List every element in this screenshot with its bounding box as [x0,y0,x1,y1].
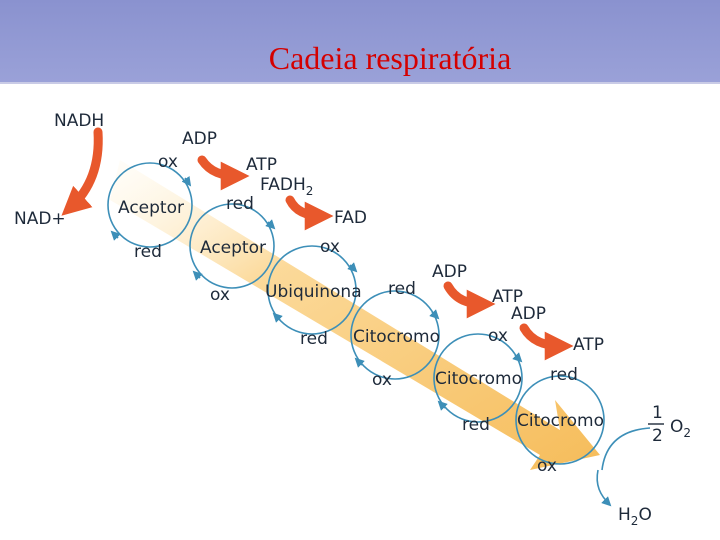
title-bar [0,0,720,84]
o2-label: O2 [670,417,691,440]
atp-label-1: ATP [246,155,277,175]
carrier-label-3: Ubiquinona [265,282,362,302]
adp-label-2: ADP [432,262,467,282]
red-label-4: red [388,279,416,299]
red-label-5: red [462,415,490,435]
nad-plus-label: NAD+ [14,209,66,229]
slide-title: Cadeia respiratória [268,40,512,76]
atp-synthesis-arrow-3 [519,323,574,361]
carrier-label-5: Citocromo [435,369,522,389]
carrier-label-2: Aceptor [200,238,266,258]
red-label-6: red [550,365,578,385]
red-label-2: red [226,194,254,214]
oxygen-uptake-arrow [601,427,651,471]
adp-label-1: ADP [182,129,217,149]
carrier-label-6: Citocromo [517,411,604,431]
atp-synthesis-arrow-2 [443,281,496,319]
half-denominator: 2 [652,426,663,446]
ox-label-1: ox [158,152,178,172]
ox-label-6: ox [537,456,557,476]
nadh-oxidation-arrow [61,127,103,216]
ox-label-4: ox [372,370,392,390]
ox-label-3: ox [320,237,340,257]
carrier-label-1: Aceptor [118,198,184,218]
atp-synthesis-arrow-1 [197,155,250,191]
half-numerator: 1 [652,403,663,423]
adp-label-3: ADP [511,304,546,324]
atp-label-2: ATP [492,287,523,307]
fadh2-label: FADH2 [260,175,313,198]
carrier-cycle-3 [267,245,357,335]
h2o-label: H2O [618,505,652,528]
red-label-1: red [134,242,162,262]
ox-label-2: ox [210,285,230,305]
ox-label-5: ox [488,326,508,346]
carrier-cycle-5 [433,333,523,423]
red-label-3: red [300,329,328,349]
water-release-arrow [596,469,612,507]
carrier-cycle-1 [107,162,193,248]
carrier-cycle-6 [515,375,605,465]
carrier-label-4: Citocromo [353,327,440,347]
fad-label: FAD [334,208,367,228]
nadh-label: NADH [54,111,104,131]
fadh2-oxidation-arrow [285,195,334,231]
carrier-cycle-2 [189,203,275,289]
carrier-cycle-4 [350,290,440,380]
atp-label-3: ATP [573,335,604,355]
